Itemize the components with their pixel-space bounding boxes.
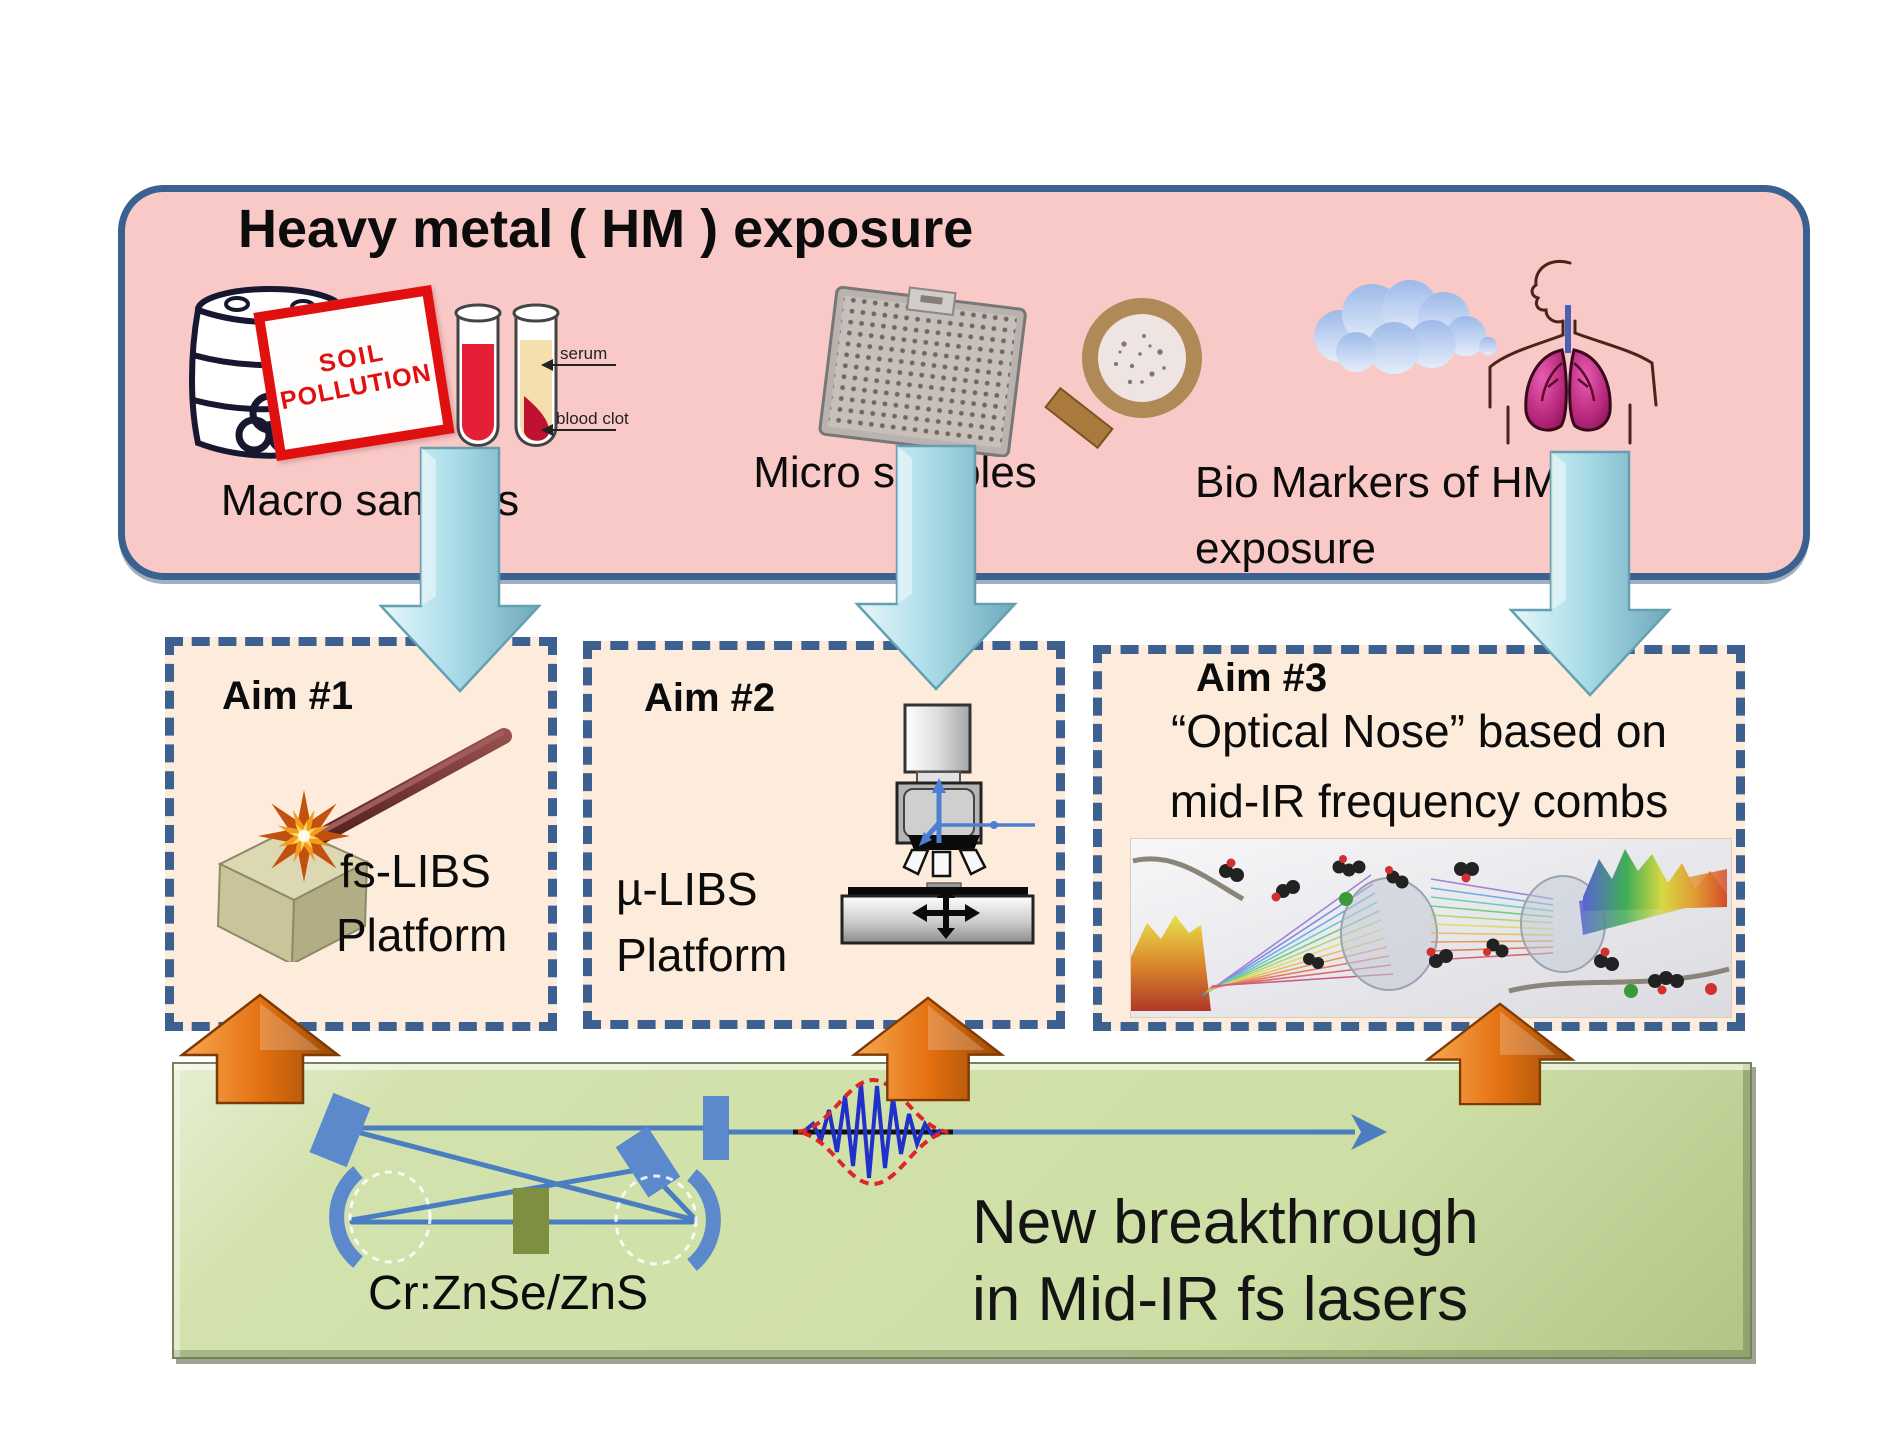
soil-pollution-sign: SOIL POLLUTION — [253, 284, 455, 462]
bio-markers-label: Bio Markers of HM exposure — [1195, 450, 1559, 582]
xyz-axes-icon — [919, 778, 1035, 846]
serum-annotation: serum — [560, 344, 608, 363]
molecules-icons — [1219, 855, 1717, 998]
aim1-caption-line2: Platform — [336, 909, 508, 961]
blood-clot-annotation: blood clot — [556, 409, 629, 428]
page-title: Heavy metal ( HM ) exposure — [238, 199, 974, 259]
aim1-box — [165, 637, 557, 1031]
breakthrough-headline: New breakthrough in Mid-IR fs lasers — [972, 1184, 1479, 1338]
mesh-filter-icon — [818, 285, 1027, 457]
gain-crystal — [513, 1188, 549, 1254]
laser-cavity-diagram — [309, 1092, 729, 1271]
curved-mirror-right — [687, 1169, 721, 1271]
translation-stage — [840, 894, 1035, 945]
aim1-title: Aim #1 — [222, 674, 354, 718]
blood-clot-annotation-line — [552, 429, 616, 431]
up-arrow-aim2-icon — [850, 996, 1006, 1102]
laser-pulse-icon — [793, 1077, 953, 1187]
curved-mirror-left — [329, 1166, 363, 1268]
bio-markers-label-line2: exposure — [1195, 524, 1377, 573]
serum-annotation-line — [552, 364, 616, 366]
crystal-label: Cr:ZnSe/ZnS — [368, 1267, 649, 1320]
spark-icon — [258, 790, 350, 882]
headline-line1: New breakthrough — [972, 1188, 1479, 1257]
output-beam-arrow — [728, 1077, 1387, 1187]
headline-line2: in Mid-IR fs lasers — [972, 1265, 1469, 1334]
flat-mirror-2 — [615, 1126, 681, 1198]
bio-markers-label-line1: Bio Markers of HM — [1195, 458, 1560, 507]
flat-mirror-1 — [309, 1092, 371, 1168]
down-arrow-micro-icon — [854, 444, 1018, 691]
aim2-caption-line1: µ-LIBS — [616, 863, 758, 915]
frequency-comb-image — [1130, 838, 1732, 1018]
breath-cloud-icon — [1314, 280, 1497, 374]
microscope-objective-icon — [840, 703, 1035, 945]
aim3-subtitle-line1: “Optical Nose” based on — [1170, 705, 1668, 757]
down-arrow-macro-icon — [378, 446, 542, 693]
serum-arrow-icon — [541, 359, 553, 371]
aim2-box — [583, 641, 1065, 1029]
output-coupler — [703, 1096, 729, 1160]
aim3-subtitle-line2: mid-IR frequency combs — [1169, 775, 1669, 827]
micro-samples-label: Micro samples — [753, 448, 1037, 497]
test-tubes-icon — [454, 303, 560, 447]
aim2-title: Aim #2 — [644, 676, 776, 720]
aim2-caption-line2: Platform — [616, 929, 788, 981]
aim1-caption-line1: fs-LIBS — [340, 845, 491, 897]
blood-clot-arrow-icon — [541, 424, 553, 436]
aim3-title: Aim #3 — [1196, 656, 1328, 700]
up-arrow-aim1-icon — [178, 993, 342, 1105]
down-arrow-bio-icon — [1508, 450, 1672, 697]
mid-ir-laser-box — [172, 1062, 1752, 1359]
human-lungs-icon — [1488, 260, 1658, 445]
magnifier-icon — [1044, 298, 1202, 450]
stage-move-arrows-icon — [912, 887, 980, 939]
laser-ablation-icon — [216, 728, 512, 962]
up-arrow-aim3-icon — [1424, 1002, 1576, 1106]
